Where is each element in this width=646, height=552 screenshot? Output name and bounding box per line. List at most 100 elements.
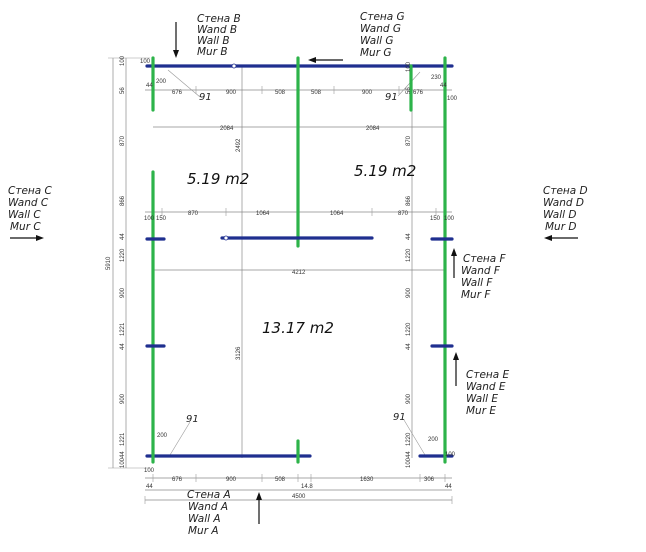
- svg-text:1221: 1221: [120, 322, 126, 336]
- svg-text:870: 870: [398, 211, 409, 217]
- svg-text:Mur E: Mur E: [466, 405, 496, 417]
- svg-text:1630: 1630: [360, 477, 374, 483]
- svg-text:14.8: 14.8: [301, 484, 313, 490]
- svg-text:44: 44: [445, 484, 452, 490]
- marker-91-bottom-left: 91: [186, 414, 199, 425]
- svg-text:508: 508: [275, 90, 286, 96]
- dim-bottom-corner: 100 200 200 100: [144, 433, 456, 474]
- svg-text:Mur B: Mur B: [197, 46, 228, 58]
- svg-text:Wall E: Wall E: [466, 393, 498, 405]
- svg-text:100: 100: [444, 216, 455, 222]
- svg-text:Wand B: Wand B: [197, 24, 237, 36]
- svg-text:Wall A: Wall A: [188, 513, 221, 525]
- svg-text:1064: 1064: [256, 211, 270, 217]
- svg-text:1220: 1220: [406, 248, 412, 262]
- svg-text:200: 200: [156, 79, 167, 85]
- svg-text:676: 676: [172, 477, 183, 483]
- svg-text:306: 306: [424, 477, 435, 483]
- wall-label-f: Стена F Wand F Wall F Mur F: [461, 253, 507, 301]
- svg-text:Mur C: Mur C: [10, 221, 41, 233]
- dim-2084-left: 2084: [220, 126, 234, 132]
- svg-text:870: 870: [406, 135, 412, 146]
- wall-label-e: Стена E Wand E Wall E Mur E: [466, 369, 510, 417]
- svg-text:44: 44: [120, 343, 126, 350]
- svg-text:1221: 1221: [120, 432, 126, 446]
- svg-text:230: 230: [431, 75, 442, 81]
- svg-text:44: 44: [406, 451, 412, 458]
- wall-label-d: Стена D Wand D Wall D Mur D: [543, 185, 588, 233]
- svg-text:44: 44: [120, 451, 126, 458]
- svg-text:Wall C: Wall C: [8, 209, 41, 221]
- svg-text:870: 870: [188, 211, 199, 217]
- wall-label-c: Стена C Wand C Wall C Mur C: [8, 185, 53, 233]
- svg-text:900: 900: [226, 90, 237, 96]
- dim-top-row: 44 676 900 508 508 900 676 44: [146, 83, 447, 96]
- svg-text:44: 44: [120, 233, 126, 240]
- wall-label-b: Стена B Wand B Wall B Mur B: [197, 13, 241, 58]
- svg-text:44: 44: [406, 233, 412, 240]
- svg-text:900: 900: [120, 393, 126, 404]
- dim-mid-row: 100 150 870 1064 1064 870 150 100: [144, 211, 455, 222]
- svg-text:900: 900: [406, 287, 412, 298]
- area-right-room: 5.19 m2: [354, 162, 416, 180]
- svg-text:44: 44: [146, 484, 153, 490]
- area-main-room: 13.17 m2: [262, 319, 334, 337]
- svg-text:100: 100: [120, 55, 126, 66]
- svg-text:Mur G: Mur G: [360, 47, 392, 59]
- svg-text:Wand E: Wand E: [466, 381, 506, 393]
- svg-text:Wand D: Wand D: [543, 197, 584, 209]
- svg-text:100: 100: [120, 457, 126, 468]
- svg-text:Mur D: Mur D: [545, 221, 576, 233]
- svg-text:870: 870: [120, 135, 126, 146]
- dimension-lines: [108, 57, 453, 504]
- svg-text:1220: 1220: [120, 248, 126, 262]
- walls: [145, 56, 454, 464]
- svg-text:Mur F: Mur F: [461, 289, 491, 301]
- area-left-room: 5.19 m2: [187, 170, 249, 188]
- svg-text:Wand G: Wand G: [360, 23, 401, 35]
- svg-text:56: 56: [406, 87, 412, 94]
- dim-total-width: 4500: [292, 494, 306, 500]
- svg-text:Wall F: Wall F: [461, 277, 493, 289]
- wall-label-g: Стена G Wand G Wall G Mur G: [360, 11, 405, 59]
- svg-text:Mur A: Mur A: [188, 525, 219, 537]
- svg-text:Стена E: Стена E: [466, 369, 510, 381]
- svg-text:Стена A: Стена A: [187, 489, 231, 501]
- dim-vertical-left: 100 56 870 866 44 1220 900 1221 44 900 1…: [120, 55, 126, 468]
- wall-arrows: [10, 22, 578, 524]
- svg-text:1064: 1064: [330, 211, 344, 217]
- svg-text:676: 676: [172, 90, 183, 96]
- dim-top-corner: 100 200 230 100: [140, 59, 458, 102]
- svg-text:100: 100: [445, 452, 456, 458]
- dim-4212: 4212: [292, 270, 306, 276]
- svg-text:900: 900: [406, 393, 412, 404]
- dim-total-height: 5910: [106, 256, 112, 270]
- marker-91-top-left: 91: [199, 92, 212, 103]
- dim-bottom-row: 44 676 900 508 14.8 1630 306 44: [146, 477, 452, 490]
- svg-text:Стена G: Стена G: [360, 11, 405, 23]
- svg-text:200: 200: [157, 433, 168, 439]
- dim-vertical-right: 100 56 870 866 44 1220 900 1220 44 900 1…: [406, 61, 412, 468]
- svg-text:676: 676: [413, 90, 424, 96]
- svg-text:100: 100: [406, 61, 412, 72]
- svg-text:150: 150: [430, 216, 441, 222]
- svg-text:Wand A: Wand A: [188, 501, 228, 513]
- svg-text:Wall D: Wall D: [543, 209, 577, 221]
- svg-text:100: 100: [406, 457, 412, 468]
- svg-text:Стена D: Стена D: [543, 185, 588, 197]
- svg-text:200: 200: [428, 437, 439, 443]
- svg-text:150: 150: [156, 216, 167, 222]
- wall-label-a: Стена A Wand A Wall A Mur A: [187, 489, 231, 537]
- svg-text:900: 900: [226, 477, 237, 483]
- marker-91-bottom-right: 91: [393, 412, 406, 423]
- dim-center-main: 3126: [236, 346, 242, 360]
- svg-text:100: 100: [144, 216, 155, 222]
- svg-text:Стена B: Стена B: [197, 13, 241, 25]
- svg-text:44: 44: [146, 83, 153, 89]
- svg-text:1220: 1220: [406, 322, 412, 336]
- svg-text:Wand C: Wand C: [8, 197, 49, 209]
- dim-center-top: 2492: [236, 138, 242, 152]
- svg-text:Стена F: Стена F: [463, 253, 507, 265]
- svg-text:100: 100: [144, 468, 155, 474]
